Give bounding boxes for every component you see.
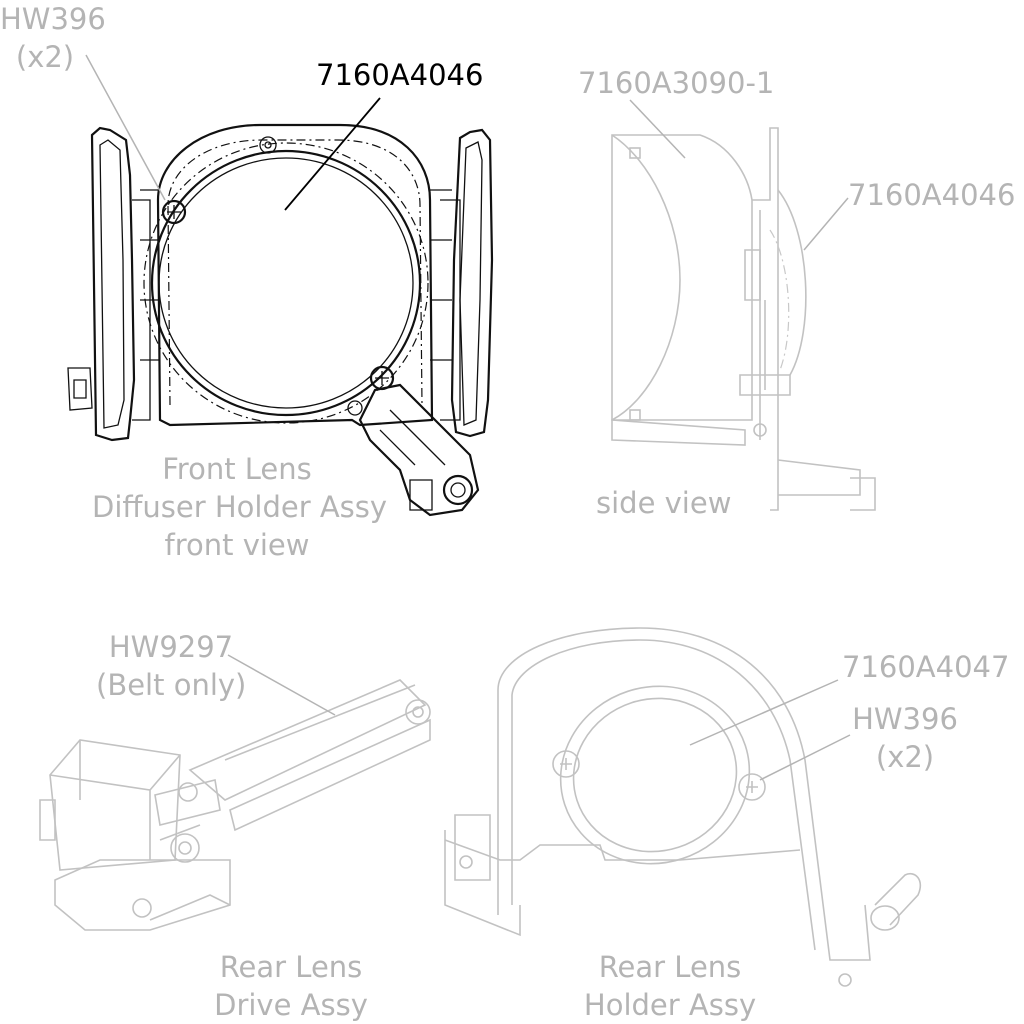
leader-side-right: [803, 197, 849, 251]
front-caption-line2: Diffuser Holder Assy: [92, 490, 388, 524]
rear-holder-caption-line1: Rear Lens: [598, 950, 742, 984]
belt-label: HW9297 (Belt only): [96, 628, 246, 704]
leader-holder-part: [689, 679, 839, 746]
leader-front-screw: [85, 54, 166, 201]
side-top-label: 7160A3090-1: [578, 66, 775, 100]
belt-label-line1: HW9297: [108, 630, 234, 664]
side-view-caption: side view: [596, 486, 732, 520]
rear-drive-caption-line1: Rear Lens: [219, 950, 363, 984]
belt-label-line2: (Belt only): [96, 668, 247, 702]
rear-holder-caption-line2: Holder Assy: [583, 988, 757, 1022]
side-right-label: 7160A4046: [848, 178, 1016, 212]
holder-part-label: 7160A4047: [842, 650, 1010, 684]
rear-lens-holder-assy-drawing: [444, 627, 922, 987]
rear-drive-caption-line2: Drive Assy: [214, 988, 368, 1022]
side-view-drawing: [611, 127, 876, 511]
leader-side-top: [629, 99, 686, 159]
rear-holder-caption: Rear Lens Holder Assy: [580, 948, 760, 1024]
rear-lens-drive-assy-drawing: [39, 679, 431, 931]
holder-screw-label-line1: HW396: [852, 702, 958, 736]
holder-screw-label: HW396 (x2): [846, 700, 964, 776]
front-view-caption: Front Lens Diffuser Holder Assy front vi…: [92, 450, 388, 564]
leader-holder-screw: [759, 734, 851, 781]
front-part-label: 7160A4046: [316, 58, 484, 92]
front-caption-line1: Front Lens: [162, 452, 312, 486]
front-screw-label-line2: (x2): [15, 40, 75, 74]
front-screw-label: HW396 (x2): [0, 0, 106, 76]
holder-screw-label-line2: (x2): [875, 740, 935, 774]
leader-belt: [227, 654, 336, 716]
front-lens-diffuser-holder-front-view: [67, 123, 494, 517]
leader-front-part: [284, 97, 381, 211]
rear-drive-caption: Rear Lens Drive Assy: [196, 948, 386, 1024]
front-screw-label-line1: HW396: [0, 2, 106, 36]
front-caption-line3: front view: [164, 528, 310, 562]
